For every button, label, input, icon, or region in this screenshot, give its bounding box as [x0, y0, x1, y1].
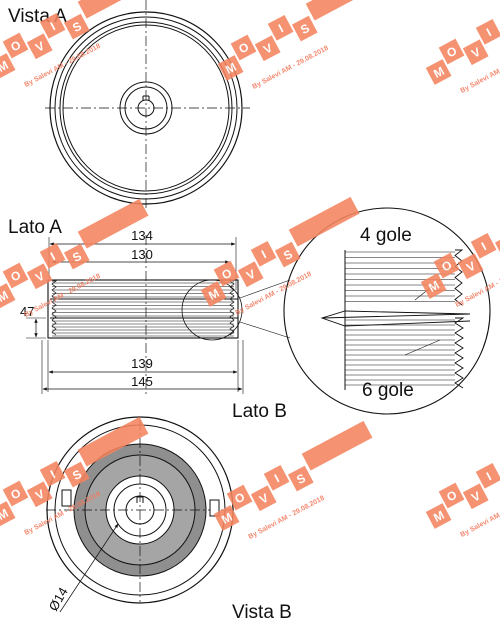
watermark-letter: M — [0, 288, 11, 305]
detail-rib-profile — [454, 249, 465, 389]
watermark-tile — [433, 252, 460, 279]
watermark-tile — [213, 260, 240, 287]
watermark-letter: M — [0, 506, 11, 523]
watermark-tile — [200, 281, 227, 307]
watermark-tile — [63, 243, 90, 270]
watermark-bar — [77, 0, 149, 19]
detail-groove-divider — [320, 310, 471, 327]
dim-134: 134 — [131, 228, 153, 243]
watermark-tile — [457, 253, 484, 280]
dim-47: 47 — [20, 304, 34, 319]
lato-b-label: Lato B — [232, 401, 287, 422]
watermark-tile — [26, 481, 53, 508]
watermark-tile — [250, 485, 277, 512]
watermark-tile — [475, 18, 500, 45]
watermark-tile — [26, 33, 53, 60]
watermark-tile — [0, 283, 16, 309]
rib-profile-left — [51, 280, 58, 336]
watermark-tile — [2, 262, 29, 289]
dim-139: 139 — [131, 356, 153, 371]
grooves-bottom-label: 6 gole — [362, 380, 414, 401]
watermark-tile — [267, 14, 294, 41]
watermark-bar — [305, 0, 377, 21]
watermark-letter: I — [48, 249, 58, 263]
watermark-letter: I — [276, 21, 286, 35]
rib-lines — [52, 282, 234, 337]
watermark-bar — [301, 420, 373, 471]
watermark-tile — [0, 53, 16, 79]
watermark-tile — [287, 465, 314, 492]
watermark-tile — [425, 503, 452, 529]
watermark-tile — [254, 35, 281, 62]
watermark-tile — [462, 39, 489, 66]
watermark-letter: M — [0, 58, 11, 75]
watermark-tile — [230, 34, 257, 61]
lato-a-label: Lato A — [8, 217, 62, 238]
watermark-tile — [420, 273, 447, 299]
watermark-bar — [77, 416, 149, 467]
watermark-tile — [226, 484, 253, 511]
rib-profile-right — [228, 280, 235, 336]
watermark-tile — [217, 55, 244, 81]
lato-a-grooves — [51, 280, 235, 337]
watermark-tile — [475, 462, 500, 489]
watermark-tile — [213, 505, 240, 531]
watermark-letter: I — [48, 19, 58, 33]
detail-rib-lines — [345, 251, 455, 386]
dim-130: 130 — [131, 247, 153, 262]
watermark-tile — [263, 464, 290, 491]
watermark-tile — [39, 12, 66, 39]
watermark-tile — [2, 480, 29, 507]
watermark-tile — [462, 483, 489, 510]
watermark-tile — [237, 261, 264, 288]
watermark-letter: I — [272, 471, 282, 485]
watermark-tile — [39, 460, 66, 487]
watermark-tile — [470, 232, 497, 259]
watermark-tile — [39, 242, 66, 269]
watermark-tile — [494, 233, 500, 260]
watermark-tile — [26, 263, 53, 290]
watermark-tile — [250, 240, 277, 267]
watermark-tile — [274, 241, 301, 268]
watermark-tile — [63, 13, 90, 40]
watermark-tile — [63, 461, 90, 488]
watermark-tile — [438, 482, 465, 509]
watermark-tile — [291, 15, 318, 42]
dim-diameter-14: Ø14 — [46, 585, 71, 614]
watermark-letter: I — [484, 25, 494, 39]
vista-b-label: Vista B — [232, 602, 292, 623]
watermark-tile — [438, 38, 465, 65]
watermark-letter: I — [259, 247, 269, 261]
vista-b-view — [46, 416, 234, 613]
vista-a-view — [45, 0, 250, 210]
watermark-letter: I — [479, 239, 489, 253]
watermark-letter: I — [48, 467, 58, 481]
grooves-top-label: 4 gole — [360, 225, 412, 246]
dim-145: 145 — [131, 374, 153, 389]
watermark-letter: I — [484, 469, 494, 483]
watermark-tile — [0, 501, 16, 527]
watermark-tile — [425, 59, 452, 85]
watermark-bar — [77, 198, 149, 249]
watermark-bar — [288, 196, 360, 247]
watermark-tile — [2, 32, 29, 59]
lato-a-view — [26, 235, 291, 395]
